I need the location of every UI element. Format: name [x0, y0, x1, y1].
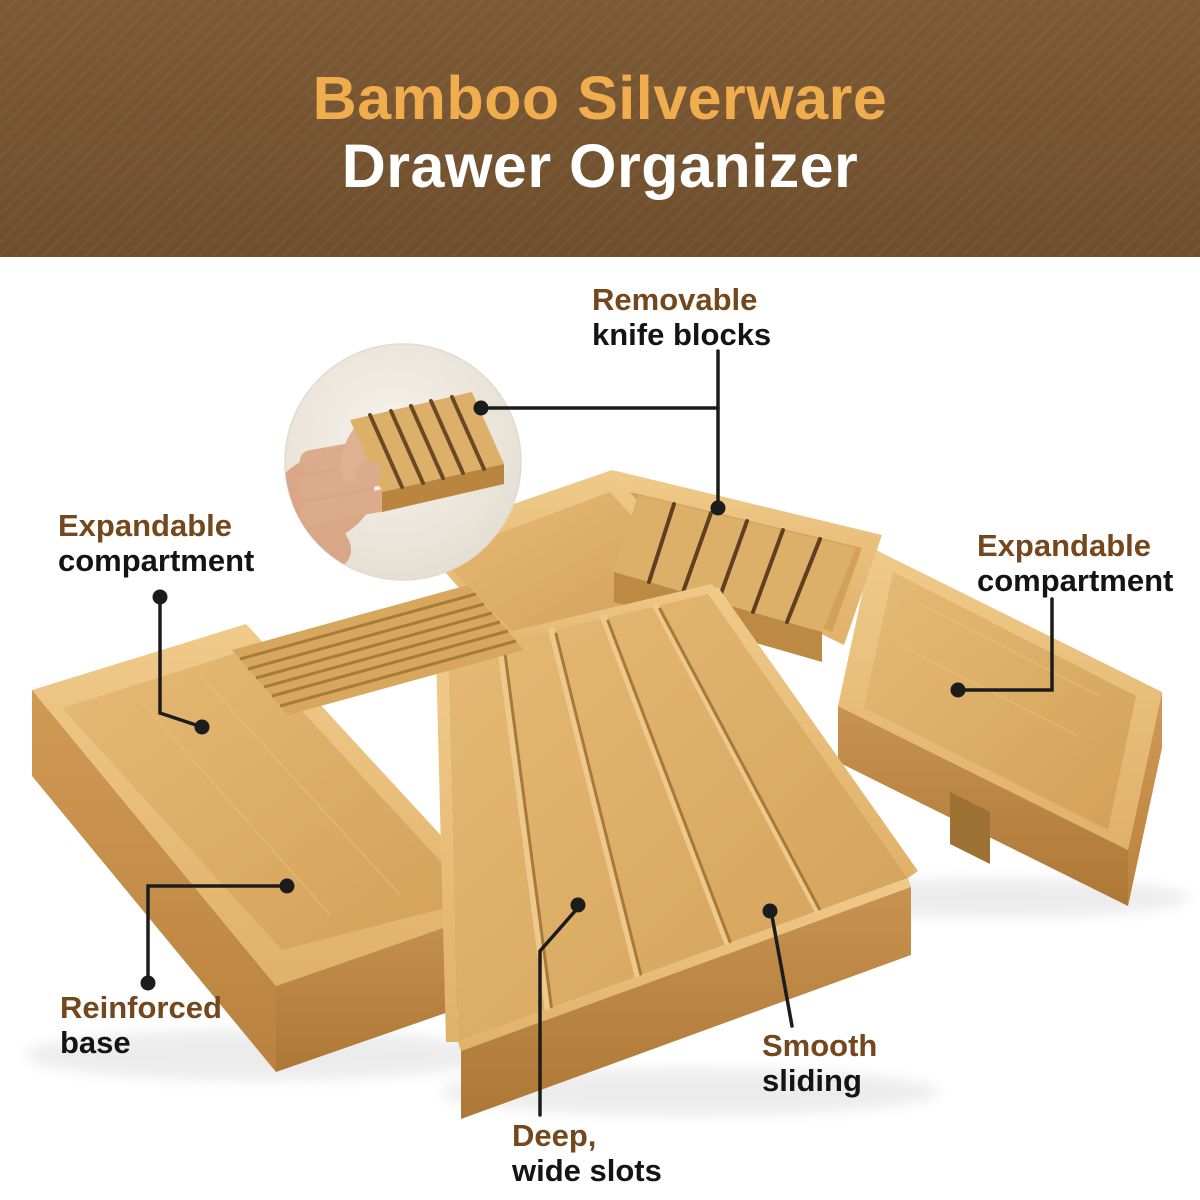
banner-title-line-2: Drawer Organizer — [341, 132, 859, 200]
leader-expandable-right — [956, 597, 1054, 692]
leader-dots — [140, 400, 966, 991]
right-tray-floor — [864, 572, 1136, 830]
title-block: Bamboo Silverware Drawer Organizer — [0, 0, 1200, 200]
callout-removable-knife-blocks: Removable knife blocks — [592, 282, 772, 352]
callout-reinforced-accent: Reinforced — [60, 990, 222, 1025]
callout-expandable-left-accent: Expandable — [58, 508, 232, 543]
callout-deep-wide-slots: Deep, wide slots — [512, 1118, 662, 1188]
right-tray-side-wall — [1128, 692, 1162, 906]
callout-expandable-left-rest: compartment — [58, 542, 255, 578]
leader-smooth-sliding — [770, 914, 794, 1028]
leader-expandable-left — [158, 595, 204, 729]
callout-smooth-sliding: Smooth sliding — [762, 1028, 878, 1098]
leader-deep-slots — [538, 908, 578, 1117]
left-tray-side-wall — [32, 690, 276, 1072]
callout-deep-accent: Deep, — [512, 1118, 597, 1153]
right-tray-front-wall — [838, 706, 1128, 906]
callout-reinforced-base: Reinforced base — [60, 990, 222, 1060]
banner-title-line-1: Bamboo Silverware — [312, 64, 888, 132]
right-expandable-tray — [838, 548, 1162, 906]
slat-panel-grooves — [239, 592, 517, 708]
left-tray-floor — [62, 650, 476, 950]
center-tray — [232, 470, 918, 1119]
callout-expandable-right-rest: compartment — [977, 562, 1174, 598]
callout-deep-rest: wide slots — [512, 1152, 662, 1188]
callout-smooth-rest: sliding — [762, 1062, 862, 1098]
callout-expandable-compartment-left: Expandable compartment — [58, 508, 255, 578]
knife-block-slots — [647, 502, 822, 624]
callout-expandable-right-accent: Expandable — [977, 528, 1151, 563]
callout-removable-rest: knife blocks — [592, 316, 772, 352]
slots-right-rim — [708, 587, 918, 878]
center-front-wall — [461, 887, 911, 1119]
slide-rail-tab — [950, 792, 990, 864]
slat-panel-top — [232, 585, 524, 715]
slot-dividers — [496, 602, 824, 1014]
leader-reinforced-base — [146, 884, 289, 985]
callout-reinforced-rest: base — [60, 1024, 131, 1060]
callout-leader-lines — [146, 349, 1054, 1117]
callout-smooth-accent: Smooth — [762, 1028, 878, 1063]
callout-removable-accent: Removable — [592, 282, 758, 317]
title-banner: Bamboo Silverware Drawer Organizer — [0, 0, 1200, 257]
callout-expandable-compartment-right: Expandable compartment — [977, 528, 1174, 598]
slat-panel — [232, 585, 524, 715]
slots-front-rim — [458, 878, 911, 1051]
slots-left-rim — [436, 655, 458, 1042]
fingertip — [354, 461, 382, 483]
left-tray-wood-grain — [139, 674, 401, 916]
inset-knife-block — [350, 392, 504, 512]
